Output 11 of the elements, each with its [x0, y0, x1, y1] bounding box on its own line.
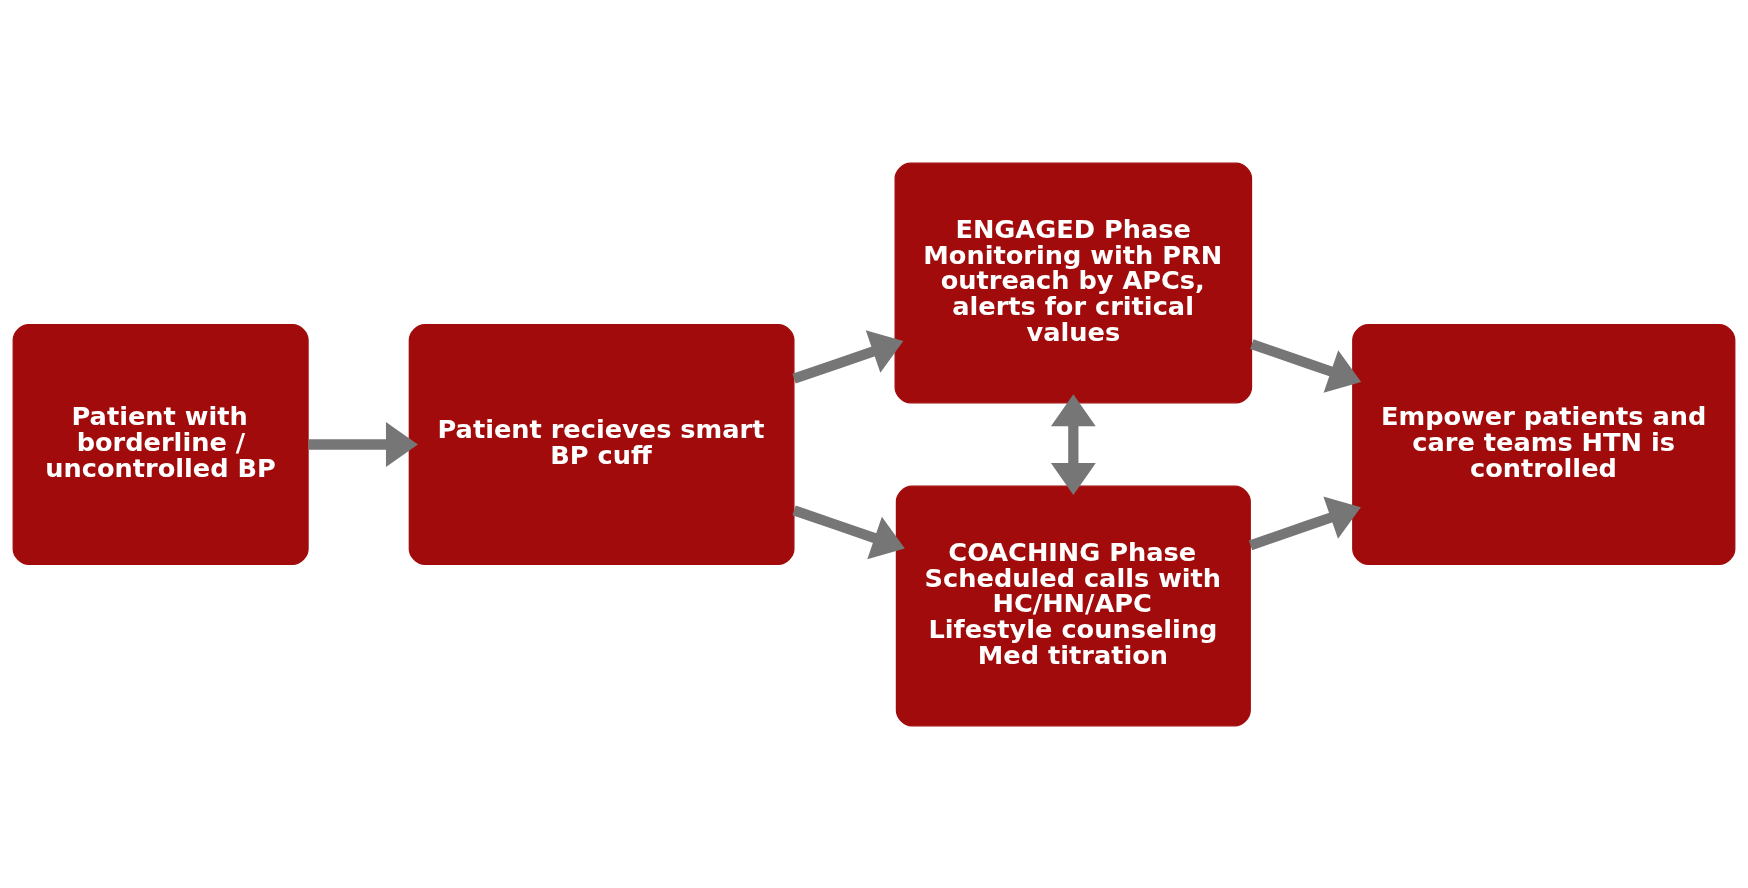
- arrow: [308, 421, 418, 467]
- arrow: [792, 329, 904, 384]
- node-box: Empower patients and care teams HTN is controlled: [1352, 323, 1736, 565]
- arrow: [792, 504, 905, 559]
- arrow: [1248, 495, 1361, 550]
- node-box: ENGAGED Phase Monitoring with PRN outreach by APCs, alerts for critical values: [894, 162, 1253, 403]
- node-box: Patient with borderline / uncontrolled BP: [12, 323, 309, 565]
- node-box: COACHING Phase Scheduled calls with HC/HN/APC Lifestyle counseling Med titration: [895, 485, 1251, 726]
- arrow: [1250, 338, 1362, 393]
- node-box: Patient recieves smart BP cuff: [408, 323, 795, 565]
- arrow: [1050, 393, 1096, 495]
